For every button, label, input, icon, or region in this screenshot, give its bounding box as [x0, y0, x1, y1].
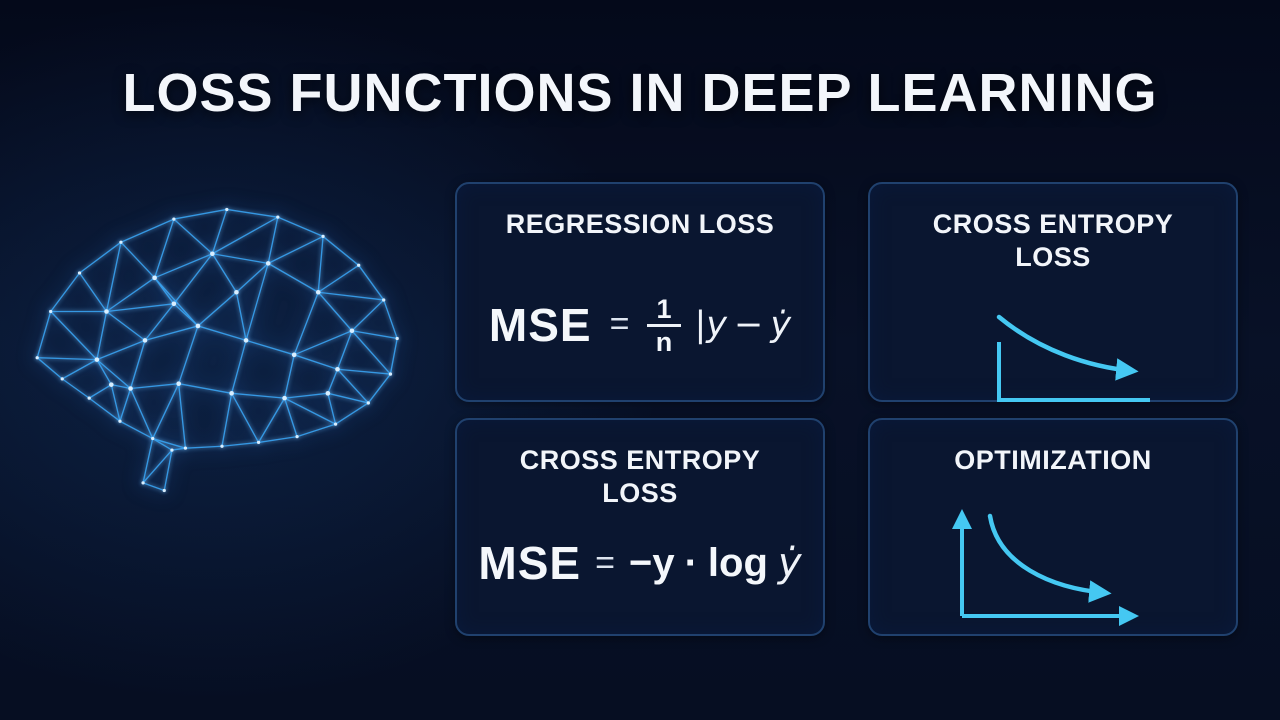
- decreasing-curve-arrow: [996, 314, 1139, 381]
- log-term: log: [707, 540, 768, 585]
- fraction-denominator: n: [655, 327, 673, 358]
- card-title: REGRESSION LOSS: [505, 209, 775, 239]
- formula-rhs: |y − ẏ: [695, 305, 792, 345]
- abs-bar: |: [694, 304, 707, 345]
- axis-l-shape: [997, 342, 1150, 402]
- card-cross-entropy-loss-top: CROSS ENTROPY LOSS: [868, 182, 1238, 402]
- formula-lhs: MSE: [488, 298, 592, 351]
- var-yhat: ẏ: [770, 304, 792, 345]
- cross-entropy-formula: MSE = −y · log ẏ: [457, 536, 823, 590]
- equals-sign: =: [595, 543, 615, 582]
- equals-sign: =: [609, 305, 630, 344]
- card-title: OPTIMIZATION: [954, 445, 1152, 475]
- neural-brain-graphic: [35, 207, 399, 493]
- minus-sign: −: [734, 304, 764, 345]
- fraction-numerator: 1: [647, 294, 681, 328]
- card-optimization: OPTIMIZATION: [868, 418, 1238, 636]
- card-cross-entropy-loss-bottom: CROSS ENTROPY LOSS MSE = −y · log ẏ: [455, 418, 825, 636]
- formula-lhs: MSE: [478, 537, 582, 589]
- card-title: CROSS ENTROPY LOSS: [519, 445, 761, 508]
- var-y: y: [706, 304, 728, 345]
- var-yhat: ẏ: [777, 540, 802, 586]
- card-title: CROSS ENTROPY LOSS: [932, 209, 1174, 272]
- fraction-one-over-n: 1 n: [647, 294, 681, 359]
- loss-curve-chart: [996, 314, 1150, 402]
- mse-formula: MSE = 1 n |y − ẏ: [457, 292, 823, 357]
- neg-y-term: −y: [628, 540, 675, 585]
- optimization-chart: [952, 509, 1139, 626]
- page-title: LOSS FUNCTIONS IN DEEP LEARNING: [122, 63, 1158, 123]
- decreasing-curve-arrow: [987, 513, 1112, 603]
- card-regression-loss: REGRESSION LOSS MSE = 1 n |y − ẏ: [455, 182, 825, 402]
- dot-operator: ·: [684, 540, 698, 585]
